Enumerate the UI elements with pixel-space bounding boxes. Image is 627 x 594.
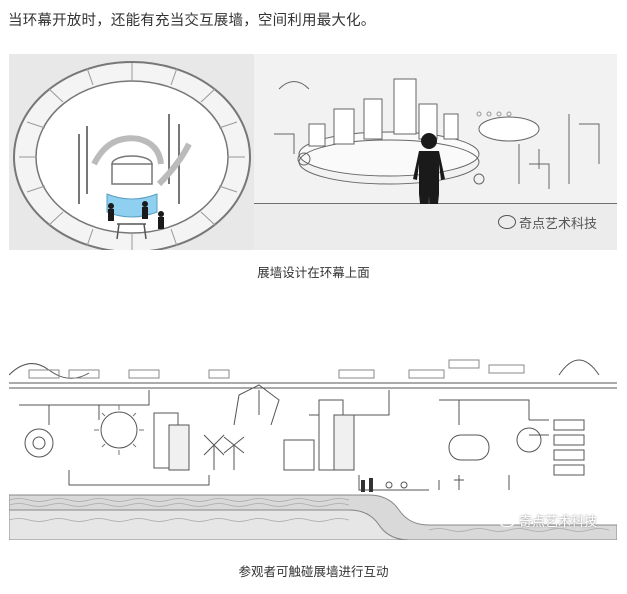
wechat-logo-icon xyxy=(497,513,516,527)
watermark-figure1: 奇点艺术科技 xyxy=(497,213,597,232)
figure1-caption: 展墙设计在环幕上面 xyxy=(257,265,370,280)
figure-ring-screen: 奇点艺术科技 xyxy=(9,54,617,250)
ring-plan-drawing xyxy=(13,61,251,250)
intro-paragraph: 当环幕开放时，还能有充当交互展墙，空间利用最大化。 xyxy=(8,13,376,29)
figure-interactive-wall: 奇点艺术科技 xyxy=(9,345,617,540)
visitor-figures xyxy=(108,201,164,229)
interactive-wall-illustration xyxy=(9,345,617,540)
ring-screen-illustration xyxy=(9,54,617,250)
figure2-caption: 参观者可触碰展墙进行互动 xyxy=(238,564,389,579)
wechat-logo-icon xyxy=(497,215,516,229)
watermark-figure2: 奇点艺术科技 xyxy=(497,511,597,530)
wall-visitor-figures xyxy=(361,478,373,492)
